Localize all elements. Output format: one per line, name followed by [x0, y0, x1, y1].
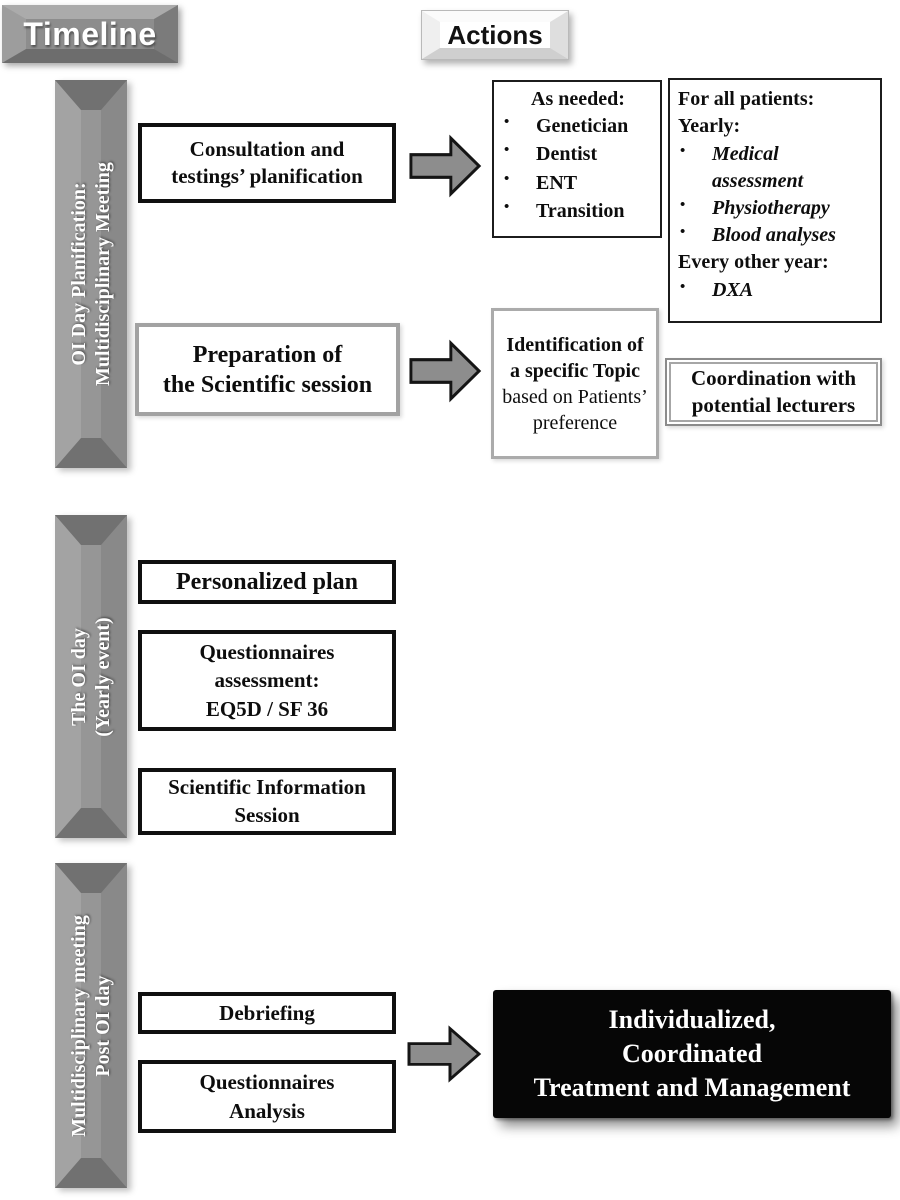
right-arrow-icon: [406, 1022, 482, 1086]
consultation-box: Consultation and testings’ planification: [138, 123, 396, 203]
preparation-box: Preparation of the Scientific session: [135, 323, 400, 416]
questionnaires-assessment-box: Questionnaires assessment: EQ5D / SF 36: [138, 630, 396, 731]
bullet-icon: •: [680, 197, 686, 213]
timeline-bar-post-oi-day: Multidisciplinary meeting Post OI day: [55, 863, 127, 1188]
bullet-icon: •: [504, 199, 510, 216]
actions-header-label: Actions: [447, 19, 543, 50]
yearly-label: Yearly:: [678, 115, 741, 137]
as-needed-item: •ENT: [502, 169, 654, 197]
scientific-session-box: Scientific Information Session: [138, 768, 396, 835]
right-arrow-icon: [408, 336, 482, 406]
timeline-header: Timeline: [2, 5, 178, 63]
for-all-patients-title: For all patients:: [678, 88, 815, 110]
as-needed-title: As needed:: [531, 88, 625, 110]
yearly-item: •Medical assessment: [678, 141, 874, 195]
every-other-year-item: •DXA: [678, 277, 874, 304]
yearly-list: •Medical assessment •Physiotherapy •Bloo…: [678, 141, 874, 249]
as-needed-box: As needed: •Genetician •Dentist •ENT •Tr…: [492, 80, 662, 238]
timeline-header-label: Timeline: [23, 15, 157, 52]
timeline-bar-post-oi-day-label: Multidisciplinary meeting Post OI day: [68, 914, 114, 1137]
coordination-box: Coordination with potential lecturers: [665, 358, 882, 426]
bullet-icon: •: [680, 224, 686, 240]
right-arrow-icon: [408, 131, 482, 201]
identification-text: Identification of a specific Topic based…: [502, 333, 648, 434]
outcome-box: Individualized, Coordinated Treatment an…: [493, 990, 891, 1118]
bullet-icon: •: [680, 279, 686, 295]
bullet-icon: •: [504, 114, 510, 130]
bullet-icon: •: [680, 143, 686, 159]
timeline-bar-oi-day: The OI day (Yearly event): [55, 515, 127, 838]
every-other-year-label: Every other year:: [678, 251, 829, 273]
yearly-item: •Physiotherapy: [678, 195, 874, 222]
identification-box: Identification of a specific Topic based…: [491, 308, 659, 459]
timeline-bar-oi-day-label: The OI day (Yearly event): [68, 616, 114, 737]
timeline-bar-planification: OI Day Planification: Multidisciplinary …: [55, 80, 127, 468]
questionnaires-analysis-box: Questionnaires Analysis: [138, 1060, 396, 1133]
bullet-icon: •: [504, 142, 510, 159]
bullet-icon: •: [504, 170, 510, 187]
as-needed-item: •Dentist: [502, 140, 654, 168]
as-needed-item: •Transition: [502, 197, 654, 225]
actions-header: Actions: [421, 10, 569, 60]
as-needed-list: •Genetician •Dentist •ENT •Transition: [502, 112, 654, 226]
debriefing-box: Debriefing: [138, 992, 396, 1034]
as-needed-item: •Genetician: [502, 112, 654, 140]
for-all-patients-box: For all patients: Yearly: •Medical asses…: [668, 78, 882, 323]
timeline-bar-planification-label: OI Day Planification: Multidisciplinary …: [68, 162, 114, 386]
yearly-item: •Blood analyses: [678, 222, 874, 249]
every-other-year-list: •DXA: [678, 277, 874, 304]
personalized-plan-box: Personalized plan: [138, 560, 396, 604]
